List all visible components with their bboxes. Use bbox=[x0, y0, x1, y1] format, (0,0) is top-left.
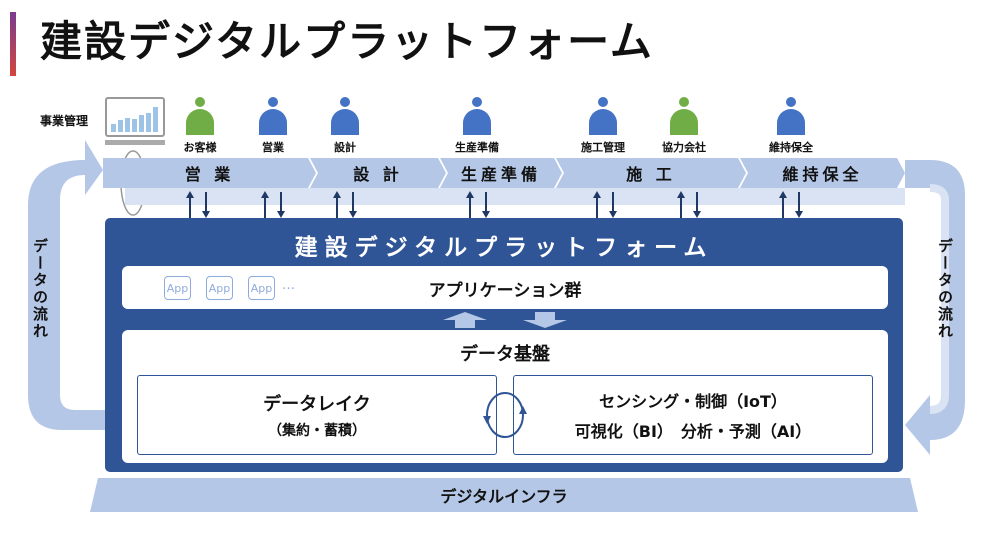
platform-title: 建設デジタルプラットフォーム bbox=[294, 235, 714, 261]
process-band: 営 業 設 計 生産準備 施 工 維持保全 bbox=[103, 158, 899, 188]
person-body-icon bbox=[331, 109, 359, 135]
data-foundation-label: データ基盤 bbox=[460, 344, 550, 365]
dashboard-monitor-icon bbox=[105, 97, 165, 137]
actor-person: 協力会社 bbox=[662, 97, 706, 155]
business-management-label: 事業管理 bbox=[40, 114, 89, 128]
exchange-arrows bbox=[186, 191, 803, 218]
person-head-icon bbox=[195, 97, 205, 107]
person-head-icon bbox=[472, 97, 482, 107]
page-title: 建設デジタルプラットフォーム bbox=[40, 17, 654, 66]
actor-label: お客様 bbox=[183, 141, 217, 154]
person-body-icon bbox=[777, 109, 805, 135]
person-body-icon bbox=[259, 109, 287, 135]
app-data-arrows bbox=[443, 312, 567, 328]
applications-box: App App App … アプリケーション群 bbox=[122, 266, 888, 309]
process-preparation: 生産準備 bbox=[440, 158, 562, 188]
person-head-icon bbox=[679, 97, 689, 107]
actor-label: 設計 bbox=[334, 141, 356, 154]
data-flow-label-right: データの流れ bbox=[936, 238, 954, 340]
more-apps: … bbox=[282, 278, 295, 293]
cycle-arrows-icon bbox=[483, 392, 527, 438]
up-down-arrow-pair bbox=[333, 191, 357, 218]
app-icon: App bbox=[164, 276, 191, 300]
person-body-icon bbox=[186, 109, 214, 135]
up-down-arrow-pair bbox=[593, 191, 617, 218]
person-body-icon bbox=[670, 109, 698, 135]
data-lake-label: データレイク bbox=[263, 394, 371, 415]
up-down-arrow-pair bbox=[261, 191, 285, 218]
person-body-icon bbox=[589, 109, 617, 135]
actor-person: 維持保全 bbox=[769, 97, 813, 155]
person-head-icon bbox=[340, 97, 350, 107]
right-flow-arrow bbox=[905, 160, 965, 455]
person-head-icon bbox=[268, 97, 278, 107]
app-icon: App bbox=[206, 276, 233, 300]
up-arrow-icon bbox=[443, 312, 487, 328]
left-flow-arrow bbox=[28, 140, 105, 430]
actor-person: お客様 bbox=[180, 97, 220, 155]
down-arrow-icon bbox=[523, 312, 567, 328]
person-body-icon bbox=[463, 109, 491, 135]
actor-label: 営業 bbox=[262, 141, 284, 154]
analytics-label: 可視化（BI） 分析・予測（AI） bbox=[574, 422, 812, 441]
platform-container: 建設デジタルプラットフォーム App App App … アプリケーション群 デ… bbox=[105, 218, 903, 472]
process-maintenance: 維持保全 bbox=[740, 158, 905, 188]
actor-label: 協力会社 bbox=[662, 141, 706, 154]
actor-person: 生産準備 bbox=[455, 97, 499, 155]
actor-label: 維持保全 bbox=[769, 141, 813, 154]
actor-label: 生産準備 bbox=[455, 141, 499, 154]
up-down-arrow-pair bbox=[779, 191, 803, 218]
analytics-box: センシング・制御（IoT） 可視化（BI） 分析・予測（AI） bbox=[513, 375, 873, 455]
person-head-icon bbox=[598, 97, 608, 107]
up-down-arrow-pair bbox=[466, 191, 490, 218]
process-sales: 営 業 bbox=[103, 158, 316, 188]
process-design: 設 計 bbox=[310, 158, 446, 188]
up-down-arrow-pair bbox=[186, 191, 210, 218]
data-lake-box: データレイク （集約・蓄積） bbox=[137, 375, 497, 455]
data-foundation-box: データ基盤 データレイク （集約・蓄積） センシング・制御（IoT） 可視化（B… bbox=[122, 330, 888, 463]
applications-label: アプリケーション群 bbox=[428, 281, 582, 301]
title-accent-bar bbox=[10, 12, 16, 76]
monitor-stand bbox=[105, 140, 165, 145]
data-lake-sublabel: （集約・蓄積） bbox=[268, 423, 366, 439]
actor-person: 営業 bbox=[253, 97, 293, 155]
app-icon: App bbox=[248, 276, 275, 300]
sensing-label: センシング・制御（IoT） bbox=[599, 392, 787, 411]
data-flow-label-left: データの流れ bbox=[31, 238, 49, 340]
up-down-arrow-pair bbox=[677, 191, 701, 218]
actor-label: 施工管理 bbox=[581, 141, 625, 154]
digital-infra-band: デジタルインフラ bbox=[90, 478, 918, 512]
process-construction: 施 工 bbox=[556, 158, 746, 188]
process-sub-band bbox=[125, 188, 905, 205]
person-head-icon bbox=[786, 97, 796, 107]
actor-person: 施工管理 bbox=[581, 97, 625, 155]
actor-person: 設計 bbox=[325, 97, 365, 155]
